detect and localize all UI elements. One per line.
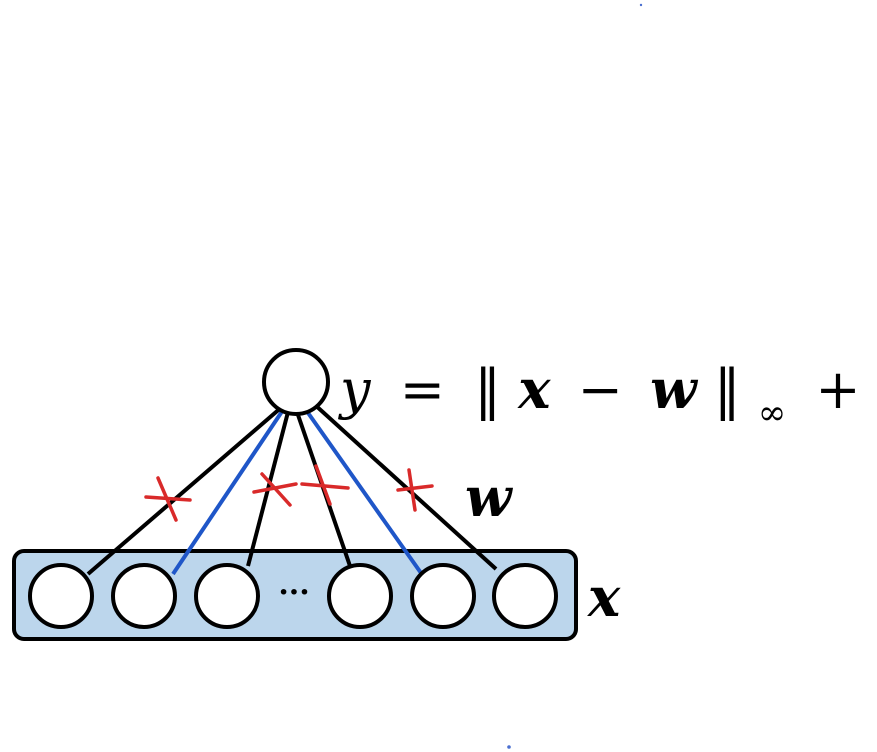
artifact-dot-bottom <box>507 745 511 749</box>
edge-6 <box>312 402 498 571</box>
pruned-mark-3 <box>300 464 350 506</box>
eq-equals: = <box>400 358 445 421</box>
eq-norm-open: ‖ <box>474 358 501 421</box>
output-equation: y = ‖ x − w ‖ ∞ + b <box>338 357 877 437</box>
input-node-3 <box>194 563 260 629</box>
input-node-1 <box>28 563 94 629</box>
input-node-6 <box>492 563 558 629</box>
eq-plus: + <box>815 358 860 421</box>
eq-norm-close: ‖ <box>714 358 741 421</box>
edge-1 <box>86 404 285 576</box>
artifact-dot-top <box>639 3 643 7</box>
pruned-mark-2 <box>252 472 298 507</box>
input-node-5 <box>410 563 476 629</box>
input-node-2 <box>111 563 177 629</box>
edge-5-active <box>304 408 423 575</box>
ellipsis-label: ··· <box>278 575 309 610</box>
edge-2-active <box>171 408 285 576</box>
eq-x: x <box>517 357 551 421</box>
inputs-label: x <box>587 565 621 629</box>
eq-y: y <box>338 358 372 421</box>
eq-minus: − <box>578 358 623 421</box>
output-node <box>262 348 330 416</box>
eq-w: w <box>650 357 699 421</box>
input-node-4 <box>327 563 393 629</box>
weights-label: w <box>465 465 514 529</box>
eq-infinity-subscript: ∞ <box>758 393 786 433</box>
pruned-mark-4 <box>396 468 434 512</box>
pruned-mark-1 <box>144 476 192 522</box>
